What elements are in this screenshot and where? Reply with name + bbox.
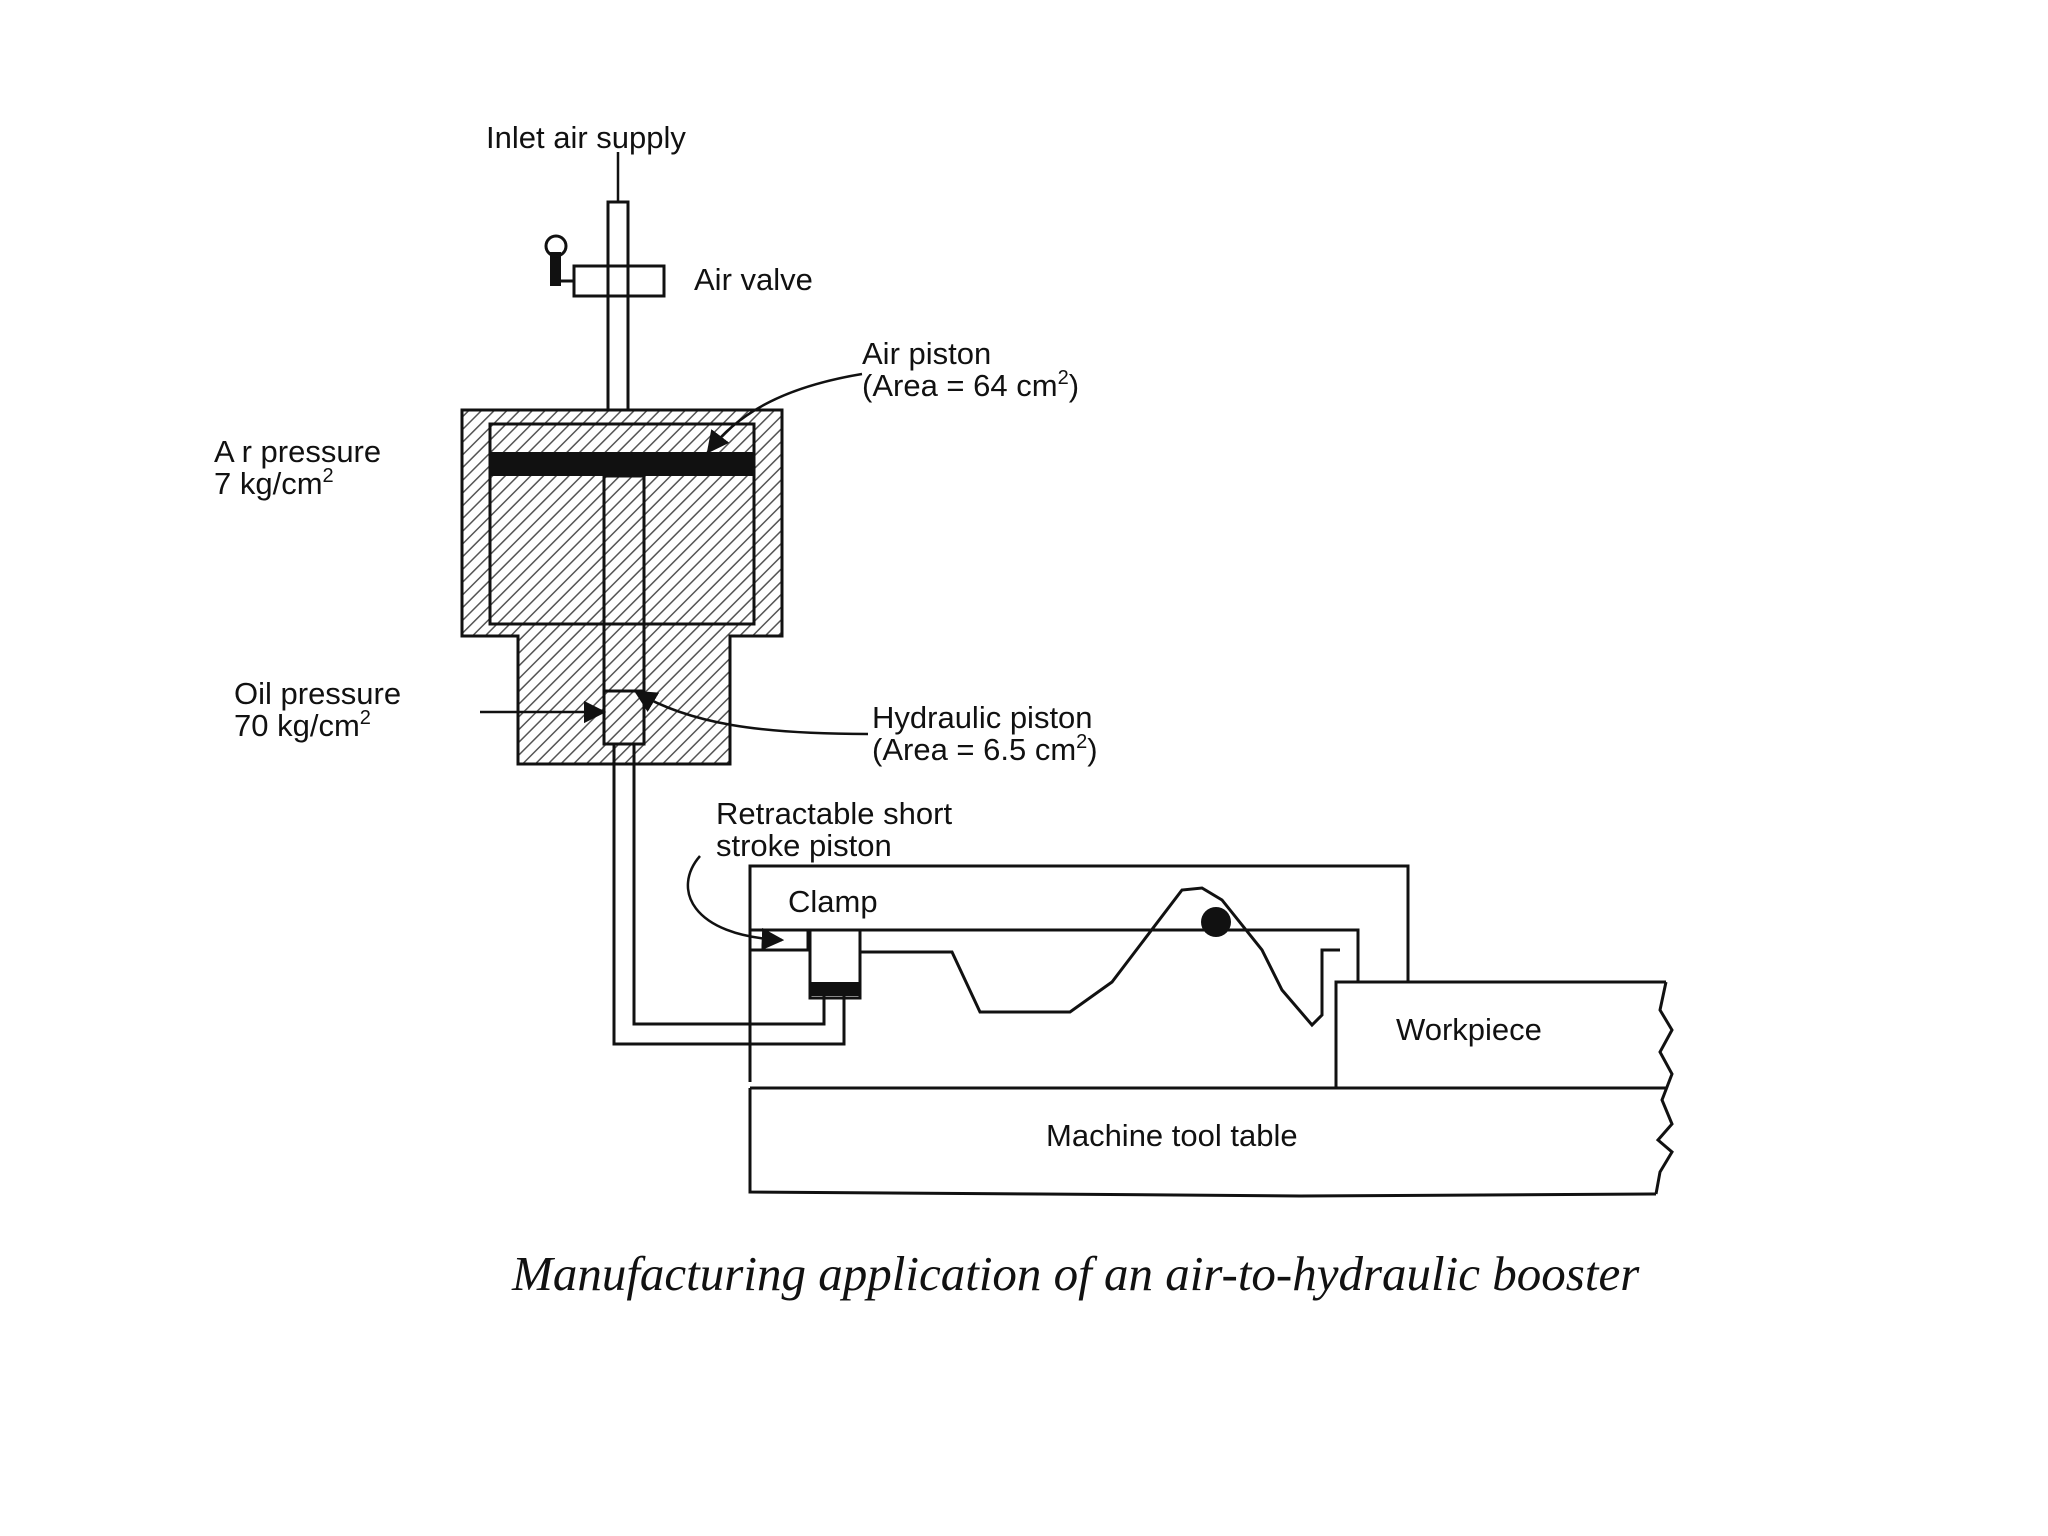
inlet-pipe (606, 200, 630, 422)
air-pressure-value: 7 kg/cm (214, 466, 323, 501)
exp-squared: 2 (360, 707, 371, 729)
close-paren: ) (1087, 732, 1097, 767)
label-oil-pressure: Oil pressure (234, 676, 401, 711)
air-valve (544, 234, 666, 298)
booster-housing (460, 408, 784, 766)
exp-squared: 2 (1076, 731, 1087, 753)
label-air-valve: Air valve (694, 262, 813, 297)
oil-line (612, 744, 846, 1046)
label-oil-pressure-value: 70 kg/cm2 (234, 707, 371, 743)
oil-pressure-value: 70 kg/cm (234, 708, 360, 743)
workpiece-block (1334, 980, 1666, 1088)
clamp-pivot-pin (1201, 907, 1231, 937)
label-clamp: Clamp (788, 884, 878, 919)
label-hydraulic-piston: Hydraulic piston (872, 700, 1093, 735)
air-piston-area-value: (Area = 64 cm (862, 368, 1058, 403)
label-hydraulic-piston-area: (Area = 6.5 cm2) (872, 731, 1098, 767)
hydraulic-piston-area-value: (Area = 6.5 cm (872, 732, 1076, 767)
label-air-pressure-value: 7 kg/cm2 (214, 465, 334, 501)
air-piston (490, 452, 754, 476)
label-air-piston-area: (Area = 64 cm2) (862, 367, 1079, 403)
retractable-piston-leader (686, 855, 785, 951)
label-workpiece: Workpiece (1396, 1012, 1542, 1047)
label-machine-tool-table: Machine tool table (1046, 1118, 1298, 1153)
label-retractable-piston-2: stroke piston (716, 828, 892, 863)
short-stroke-piston (808, 928, 862, 1000)
label-air-piston: Air piston (862, 336, 991, 371)
hydraulic-piston-leader (634, 690, 869, 736)
label-inlet-air-supply: Inlet air supply (486, 120, 686, 155)
label-air-pressure: A r pressure (214, 434, 381, 469)
close-paren: ) (1069, 368, 1079, 403)
air-piston-leader (706, 372, 863, 454)
exp-squared: 2 (1058, 367, 1069, 389)
machine-tool-table (748, 981, 1674, 1198)
exp-squared: 2 (323, 465, 334, 487)
figure-caption: Manufacturing application of an air-to-h… (511, 1246, 1640, 1301)
label-retractable-piston: Retractable short (716, 796, 952, 831)
